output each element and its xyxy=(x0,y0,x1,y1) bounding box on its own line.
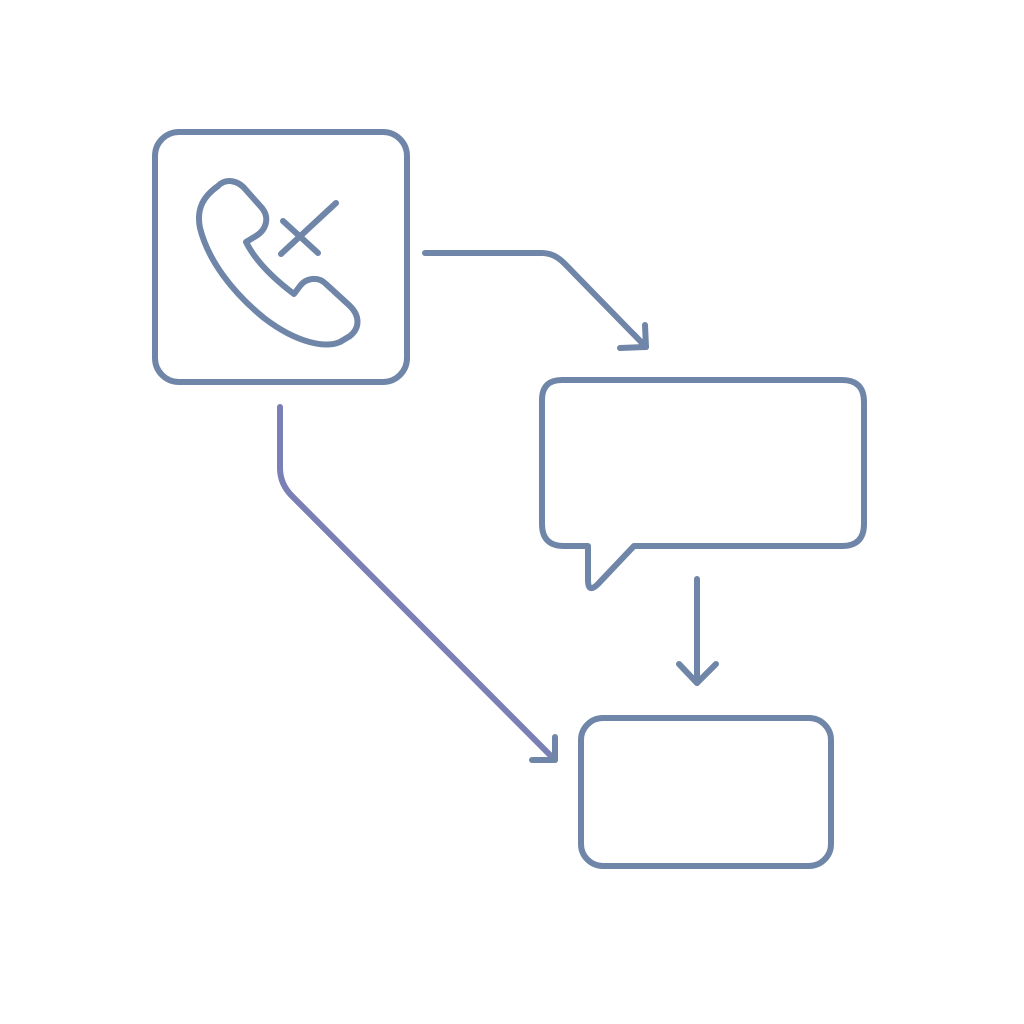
call-to-message-arrowhead xyxy=(617,322,649,351)
call-to-result-arrow xyxy=(277,404,558,763)
missed-call-icon xyxy=(196,178,361,348)
missed-call-node xyxy=(152,129,410,385)
call-to-message-connector xyxy=(422,250,649,350)
missed-call-box xyxy=(152,129,410,385)
call-to-result-connector xyxy=(277,404,558,763)
message-to-result-arrowhead xyxy=(676,661,719,686)
cross-mark-icon-stroke xyxy=(278,200,339,257)
message-to-result-arrow xyxy=(676,576,719,686)
call-to-result-arrowhead xyxy=(529,734,558,763)
message-node xyxy=(539,377,867,592)
result-node xyxy=(578,715,834,869)
call-to-message-arrow xyxy=(422,250,649,351)
phone-handset-icon xyxy=(196,178,361,348)
